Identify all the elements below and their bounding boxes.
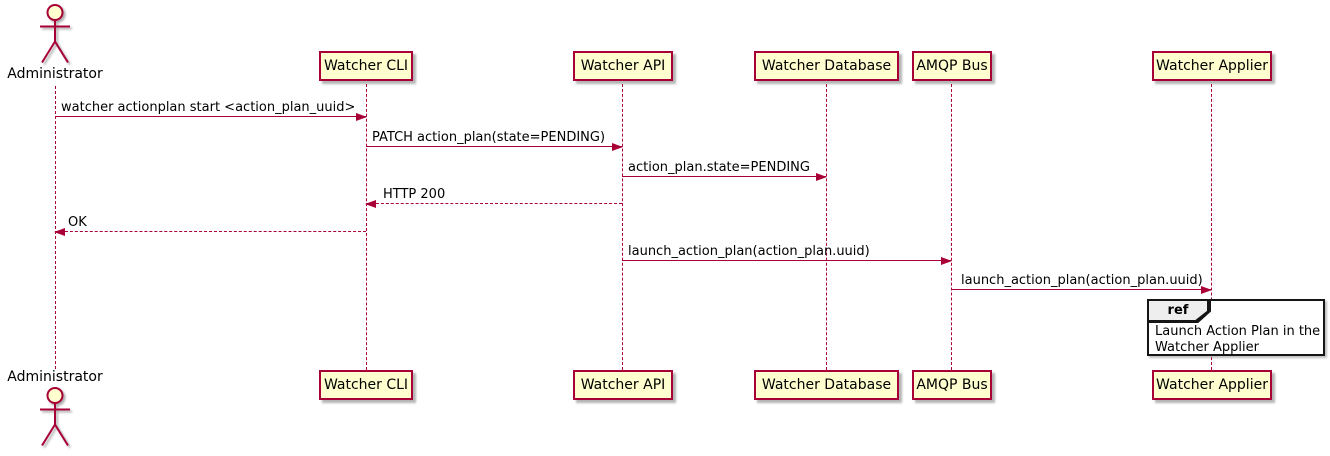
- lifeline-watcher-database: [826, 84, 827, 370]
- message-label: action_plan.state=PENDING: [628, 160, 810, 175]
- participant-watcher-cli-bottom: Watcher CLI: [319, 370, 413, 400]
- participant-watcher-applier-top: Watcher Applier: [1152, 51, 1272, 81]
- ref-text-line-1: Launch Action Plan in the: [1155, 324, 1321, 339]
- actor-label-bottom: Administrator: [7, 369, 103, 385]
- message-patch-action-plan: PATCH action_plan(state=PENDING): [366, 128, 623, 151]
- message-launch-action-plan-applier: launch_action_plan(action_plan.uuid): [951, 271, 1212, 294]
- actor-label-top: Administrator: [7, 66, 103, 82]
- arrowhead-right-icon: [941, 257, 952, 265]
- lifeline-watcher-applier: [1211, 84, 1212, 370]
- ref-text: Launch Action Plan in the Watcher Applie…: [1155, 324, 1320, 356]
- ref-text-line-2: Watcher Applier: [1155, 340, 1259, 355]
- arrowhead-left-icon: [54, 228, 65, 236]
- ref-keyword: ref: [1149, 301, 1207, 320]
- lifeline-watcher-api: [622, 84, 623, 370]
- message-label: OK: [68, 215, 87, 230]
- participant-watcher-database-top: Watcher Database: [754, 51, 899, 81]
- message-ok: OK: [54, 213, 366, 236]
- arrowhead-left-icon: [365, 200, 376, 208]
- message-start-actionplan: watcher actionplan start <action_plan_uu…: [55, 98, 367, 121]
- lifeline-amqp-bus: [951, 84, 952, 370]
- message-line: [951, 289, 1211, 290]
- ref-fragment: ref Launch Action Plan in the Watcher Ap…: [1147, 299, 1325, 356]
- participant-watcher-applier-bottom: Watcher Applier: [1152, 370, 1272, 400]
- message-launch-action-plan-amqp: launch_action_plan(action_plan.uuid): [622, 242, 952, 265]
- message-line: [55, 116, 366, 117]
- message-label: HTTP 200: [383, 187, 446, 202]
- message-line: [622, 260, 951, 261]
- participant-watcher-cli-top: Watcher CLI: [319, 51, 413, 81]
- message-label: launch_action_plan(action_plan.uuid): [628, 244, 870, 259]
- message-label: launch_action_plan(action_plan.uuid): [961, 273, 1203, 288]
- arrowhead-right-icon: [356, 113, 367, 121]
- message-label: PATCH action_plan(state=PENDING): [372, 130, 606, 145]
- actor-icon: [40, 387, 70, 447]
- message-line: [55, 231, 366, 232]
- message-label: watcher actionplan start <action_plan_uu…: [61, 100, 356, 115]
- message-line: [366, 146, 622, 147]
- message-state-pending: action_plan.state=PENDING: [622, 158, 827, 181]
- message-http-200: HTTP 200: [365, 185, 622, 208]
- arrowhead-right-icon: [816, 173, 827, 181]
- participant-watcher-database-bottom: Watcher Database: [754, 370, 899, 400]
- participant-watcher-api-top: Watcher API: [573, 51, 673, 81]
- ref-tab: ref: [1147, 299, 1211, 323]
- arrowhead-right-icon: [1201, 286, 1212, 294]
- message-line: [366, 203, 622, 204]
- actor-icon: [40, 4, 70, 64]
- participant-amqp-bus-bottom: AMQP Bus: [912, 370, 992, 400]
- participant-watcher-api-bottom: Watcher API: [573, 370, 673, 400]
- lifeline-administrator: [55, 86, 56, 369]
- participant-amqp-bus-top: AMQP Bus: [912, 51, 992, 81]
- arrowhead-right-icon: [612, 143, 623, 151]
- lifeline-watcher-cli: [366, 84, 367, 370]
- message-line: [622, 176, 826, 177]
